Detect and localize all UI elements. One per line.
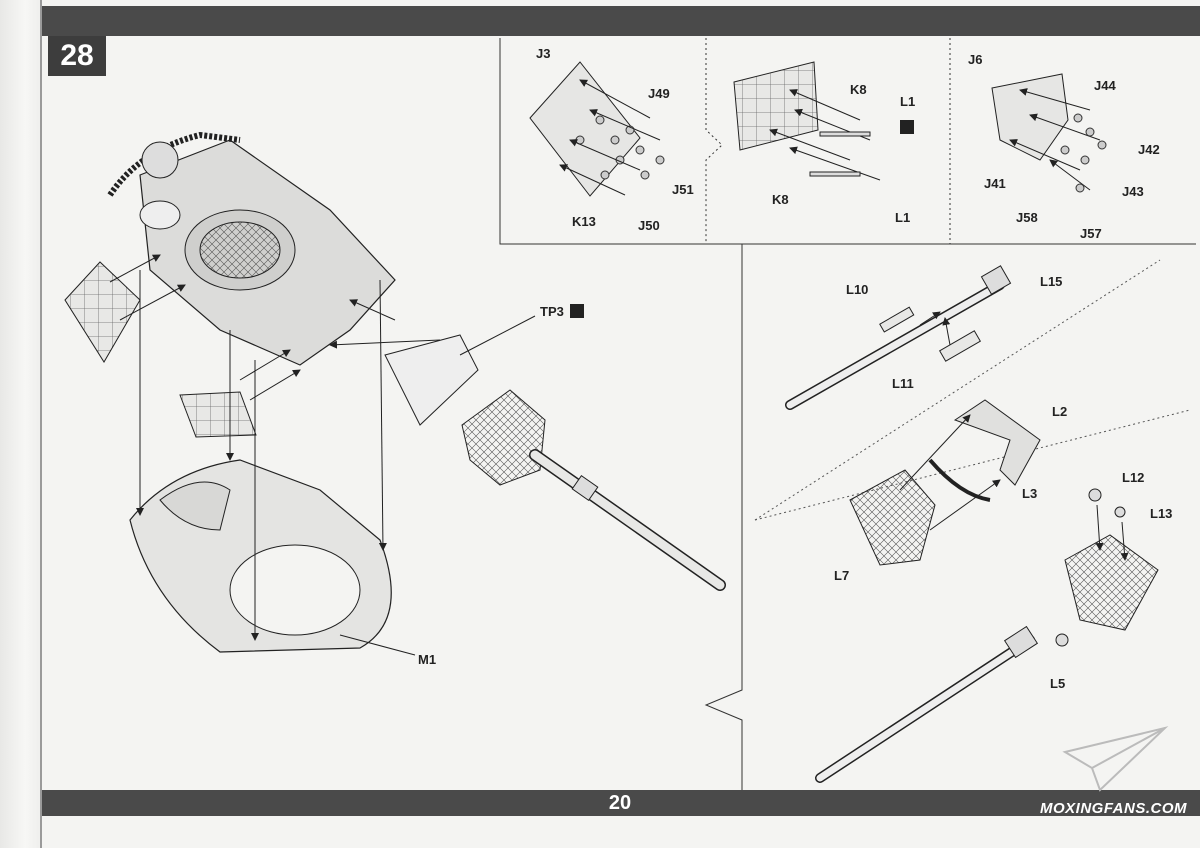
label-k8-bottom: K8 (772, 192, 789, 207)
label-l7: L7 (834, 568, 849, 583)
label-tp3: TP3 (540, 304, 564, 319)
gun-subassembly-upper (785, 265, 1012, 410)
watermark-text: MOXINGFANS.COM (1040, 800, 1188, 817)
step-number-badge: 28 (48, 36, 106, 76)
part-labels: TP3 M1 J3 J49 J51 J50 K13 K8 L1 K8 L1 J6… (418, 46, 1172, 691)
label-j58: J58 (1016, 210, 1038, 225)
label-j51: J51 (672, 182, 694, 197)
tp3-glue-icon (570, 304, 584, 318)
label-l11: L11 (892, 376, 914, 391)
label-l13: L13 (1150, 506, 1172, 521)
label-l1-bottom: L1 (895, 210, 910, 225)
label-k8-top: K8 (850, 82, 867, 97)
gun-subassembly-middle (754, 259, 1191, 566)
label-j57: J57 (1080, 226, 1102, 241)
label-j49: J49 (648, 86, 670, 101)
binding-edge (0, 0, 42, 848)
label-j44: J44 (1094, 78, 1116, 93)
bottom-bar (42, 790, 1200, 816)
label-l3: L3 (1022, 486, 1037, 501)
subpanel-b-diagram (733, 61, 914, 181)
label-l2: L2 (1052, 404, 1067, 419)
top-bar (42, 6, 1200, 36)
label-m1: M1 (418, 652, 436, 667)
label-l1-top: L1 (900, 94, 915, 109)
page-number: 20 (608, 792, 632, 814)
subpanel-a-diagram (529, 61, 665, 197)
label-j50: J50 (638, 218, 660, 233)
turret-assembly (64, 131, 726, 656)
label-l5: L5 (1050, 676, 1065, 691)
label-k13: K13 (572, 214, 596, 229)
label-l15: L15 (1040, 274, 1062, 289)
label-l10: L10 (846, 282, 868, 297)
paper-plane-logo (1062, 726, 1169, 792)
gun-subassembly-lower (815, 488, 1159, 783)
label-j3: J3 (536, 46, 550, 61)
label-j6: J6 (968, 52, 982, 67)
binding-line (40, 0, 42, 848)
label-j42: J42 (1138, 142, 1160, 157)
hand-tool-icon (900, 120, 914, 134)
label-l12: L12 (1122, 470, 1144, 485)
subpanel-c-diagram (991, 73, 1107, 193)
label-j43: J43 (1122, 184, 1144, 199)
subpanel-frames (499, 38, 1196, 790)
label-j41: J41 (984, 176, 1006, 191)
